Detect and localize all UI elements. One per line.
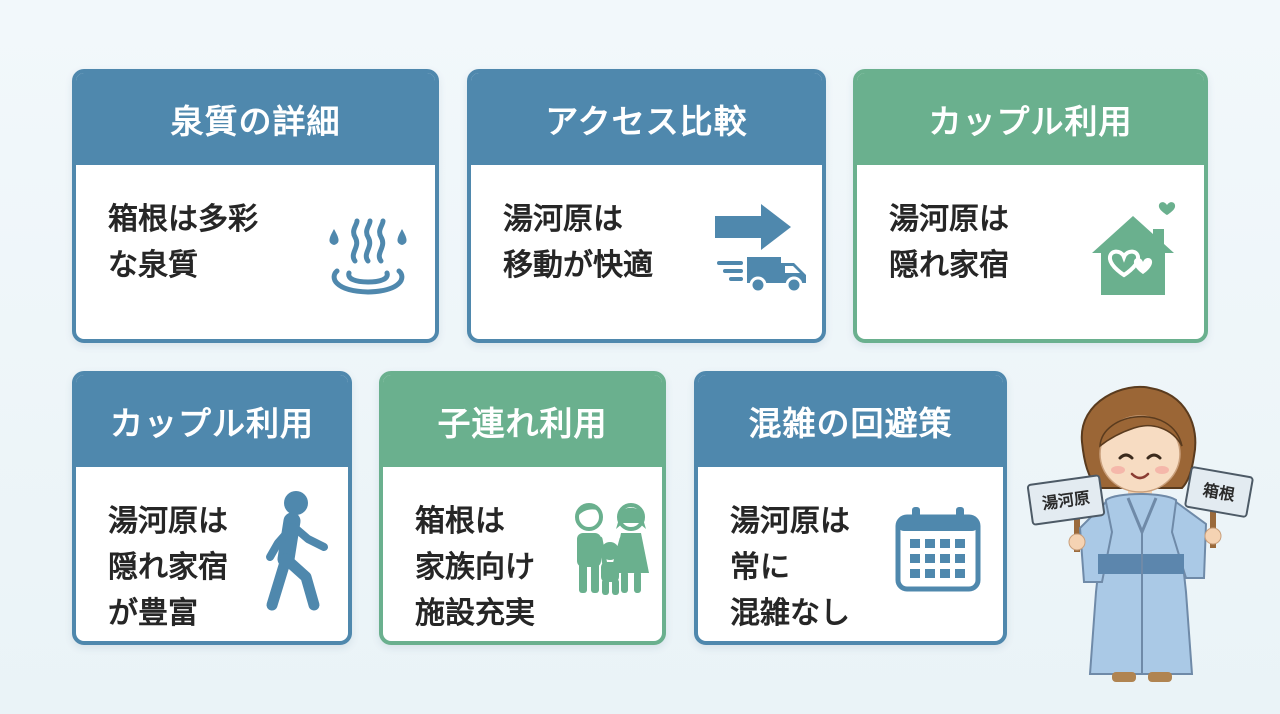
card-line: 隠れ家宿 (108, 550, 228, 585)
card-line: 移動が快適 (503, 248, 653, 283)
card-line: が豊富 (108, 596, 198, 631)
hot-spring-icon (329, 218, 407, 295)
walking-person-icon (266, 491, 328, 611)
card-text: 箱根は多彩 な泉質 (108, 197, 258, 289)
card-line: 湯河原は (503, 202, 623, 237)
card-access: アクセス比較 湯河原は 移動が快適 (467, 69, 826, 343)
card-line: な泉質 (108, 248, 198, 283)
heart-house-icon (1092, 202, 1176, 295)
card-text: 箱根は 家族向け 施設充実 (415, 499, 535, 637)
card-couple-2: カップル利用 湯河原は 隠れ家宿 が豊富 (72, 371, 352, 645)
card-line: 箱根は多彩 (108, 202, 258, 237)
card-title: 子連れ利用 (383, 375, 662, 467)
fast-van-icon (715, 204, 806, 294)
calendar-icon (895, 507, 981, 592)
card-line: 常に (730, 550, 790, 585)
card-line: 隠れ家宿 (889, 248, 1009, 283)
card-line: 混雑なし (730, 596, 850, 631)
yukata-woman-illustration: 湯河原 箱根 (1022, 382, 1272, 692)
card-title: 泉質の詳細 (76, 73, 435, 165)
card-title: カップル利用 (857, 73, 1204, 165)
card-line: 施設充実 (415, 596, 535, 631)
card-line: 箱根は (415, 504, 505, 539)
card-line: 湯河原は (730, 504, 850, 539)
card-line: 湯河原は (108, 504, 228, 539)
card-text: 湯河原は 移動が快適 (503, 197, 653, 289)
card-text: 湯河原は 常に 混雑なし (730, 499, 850, 637)
family-icon (575, 503, 649, 595)
card-text: 湯河原は 隠れ家宿 (889, 197, 1009, 289)
card-line: 湯河原は (889, 202, 1009, 237)
card-family: 子連れ利用 箱根は 家族向け 施設充実 (379, 371, 666, 645)
card-text: 湯河原は 隠れ家宿 が豊富 (108, 499, 228, 637)
card-line: 家族向け (415, 550, 535, 585)
card-title: アクセス比較 (471, 73, 822, 165)
card-title: 混雑の回避策 (698, 375, 1003, 467)
card-title: カップル利用 (76, 375, 348, 467)
card-congestion: 混雑の回避策 湯河原は 常に 混雑なし (694, 371, 1007, 645)
card-couple-1: カップル利用 湯河原は 隠れ家宿 (853, 69, 1208, 343)
card-spring-quality: 泉質の詳細 箱根は多彩 な泉質 (72, 69, 439, 343)
